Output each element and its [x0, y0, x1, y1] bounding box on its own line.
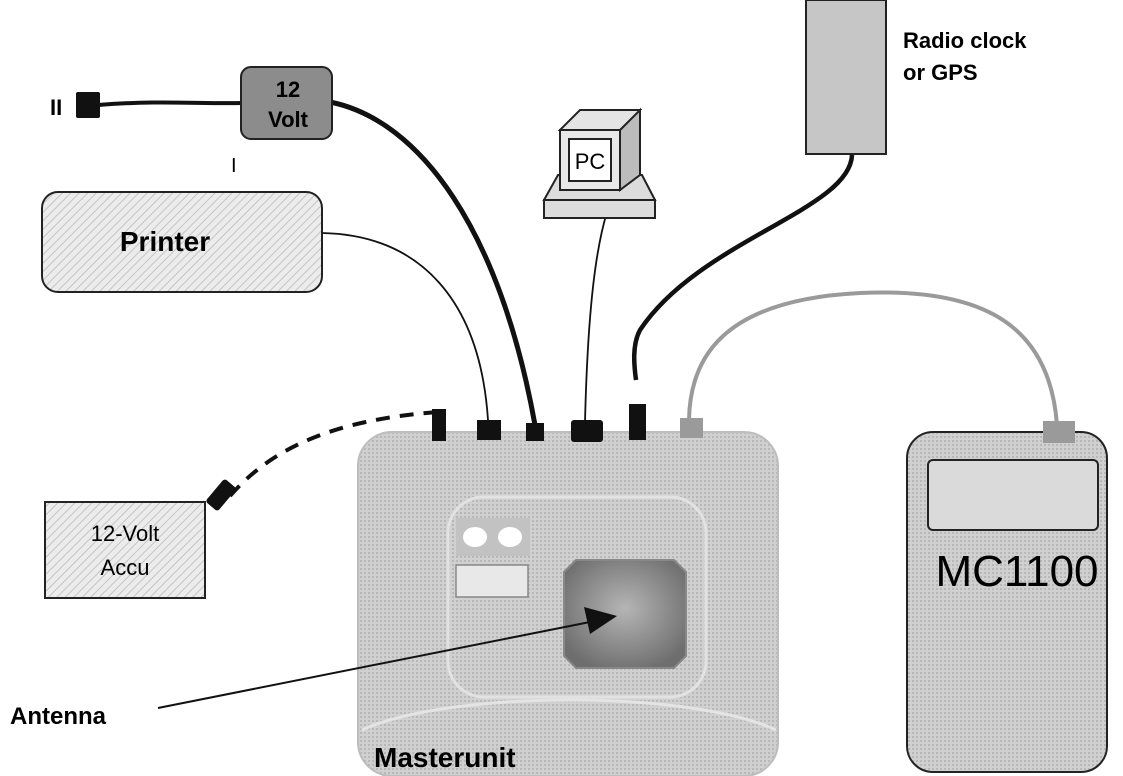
plug-body	[76, 92, 100, 118]
masterunit-front-curve	[361, 698, 777, 732]
led-left	[463, 527, 487, 547]
mains-cable	[97, 100, 243, 107]
power-supply-box	[240, 66, 333, 140]
connector-power	[526, 423, 544, 441]
antenna-arrowhead	[584, 607, 617, 634]
printer: Printer	[41, 191, 323, 293]
printer-label: Printer	[120, 226, 210, 257]
mc1100-cable	[687, 290, 1059, 426]
plug-label: II	[50, 95, 62, 120]
pc-screen	[568, 138, 612, 182]
radio-clock-cable	[632, 154, 855, 381]
masterunit-label: Masterunit	[374, 742, 516, 773]
pc-label: PC	[575, 149, 606, 174]
mc1100: MC1100	[906, 421, 1108, 773]
antenna-label: Antenna	[10, 703, 107, 730]
pc-base-front	[543, 199, 656, 219]
connector-printer	[477, 420, 501, 440]
connector-mc1100	[680, 418, 703, 438]
power-supply-label-1: 12	[276, 77, 300, 102]
connector-pc	[571, 420, 603, 442]
mains-plug: II	[50, 92, 100, 120]
power-supply: 12 Volt I	[231, 66, 333, 177]
radio-clock: Radio clock or GPS	[805, 0, 1027, 155]
accu-label-2: Accu	[101, 555, 150, 580]
led-right	[498, 527, 522, 547]
antenna-pointer	[157, 621, 591, 709]
pc-cable	[584, 211, 608, 423]
radio-clock-box	[805, 0, 887, 155]
radio-clock-label-2: or GPS	[903, 60, 978, 85]
antenna-callout: Antenna	[10, 607, 617, 730]
antenna-window	[563, 559, 687, 669]
cables	[97, 99, 1059, 498]
accu-plug	[206, 479, 236, 511]
printer-cable	[321, 232, 489, 421]
accu: 12-Volt Accu	[44, 479, 236, 599]
radio-clock-label-1: Radio clock	[903, 28, 1027, 53]
pc: PC	[542, 107, 657, 219]
power-supply-sub-label: I	[231, 155, 237, 177]
power-cable	[329, 99, 538, 426]
accu-cable	[228, 410, 439, 498]
mc1100-display	[927, 459, 1099, 531]
printer-box	[41, 191, 323, 293]
connector-radio-clock	[629, 404, 646, 440]
accu-box	[44, 501, 206, 599]
connector-accu	[432, 409, 446, 441]
masterunit-panel	[446, 495, 708, 699]
masterunit: Masterunit	[357, 404, 779, 776]
accu-label-1: 12-Volt	[91, 521, 160, 546]
mc1100-connector	[1043, 421, 1075, 443]
display-window	[455, 564, 529, 598]
mc1100-label: MC1100	[935, 547, 1098, 596]
power-supply-label-2: Volt	[268, 107, 309, 132]
